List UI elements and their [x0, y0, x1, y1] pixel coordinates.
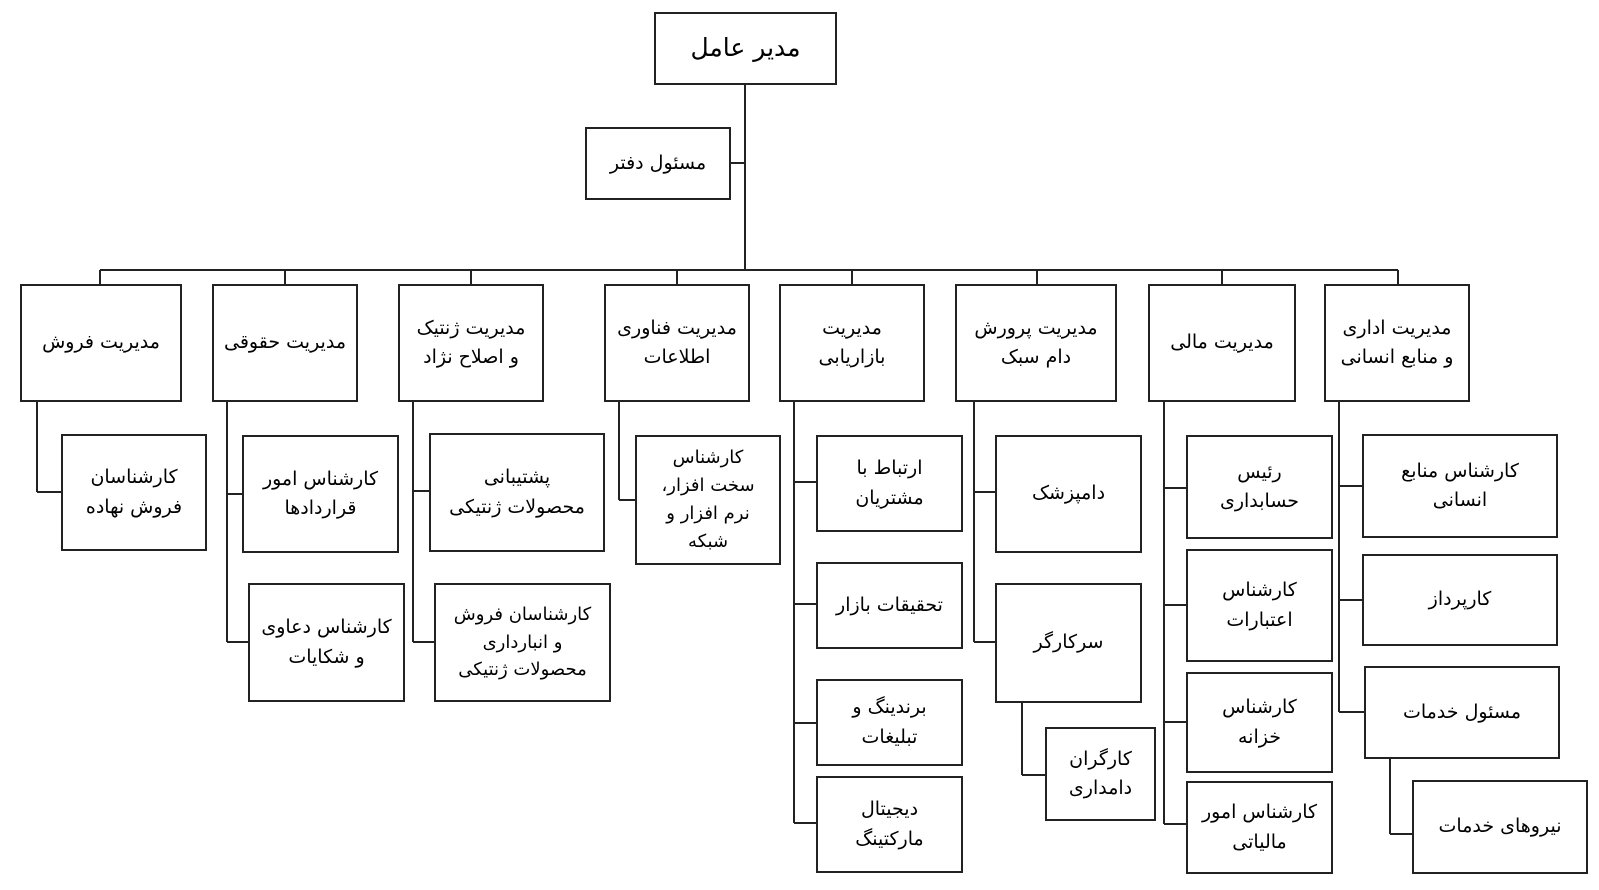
staff-genetic-support: پشتیبانی محصولات ژنتیکی [429, 433, 605, 552]
staff-hardware-software-network: کارشناس سخت افزار، نرم افزار و شبکه [635, 435, 781, 565]
staff-label: کارپرداز [1428, 588, 1492, 611]
dept-finance-label: مدیریت مالی [1170, 331, 1274, 354]
staff-label: تحقیقات بازار [836, 593, 943, 616]
staff-livestock-workers: کارگران دامداری [1045, 727, 1156, 821]
staff-tax-expert: کارشناس امور مالیاتی [1186, 781, 1333, 874]
staff-sales-input-experts: کارشناسان فروش نهاده [61, 434, 207, 551]
staff-label: پشتیبانی محصولات ژنتیکی [449, 466, 585, 518]
office-manager-label: مسئول دفتر [609, 151, 707, 174]
dept-admin-hr: مدیریت اداری و منابع انسانی [1324, 284, 1470, 402]
staff-hr-expert: کارشناس منابع انسانی [1362, 434, 1558, 538]
staff-claims-expert: کارشناس دعاوی و شکایات [248, 583, 405, 702]
staff-customer-relations: ارتباط با مشتریان [816, 435, 963, 532]
staff-label: کارشناس خزانه [1222, 696, 1297, 748]
staff-label: دیجیتال مارکتینگ [855, 798, 924, 850]
dept-admin-hr-label: مدیریت اداری و منابع انسانی [1340, 316, 1454, 368]
staff-label: کارشناسان فروش و انبارداری محصولات ژنتیک… [453, 603, 592, 681]
dept-sales-label: مدیریت فروش [42, 331, 160, 354]
staff-label: سرکارگر [1033, 631, 1104, 654]
staff-service-workers: نیروهای خدمات [1412, 780, 1588, 874]
dept-genetics: مدیریت ژنتیک و اصلاح نژاد [398, 284, 544, 402]
staff-genetic-sales-warehouse: کارشناسان فروش و انبارداری محصولات ژنتیک… [434, 583, 611, 702]
staff-label: کارشناسان فروش نهاده [85, 466, 183, 518]
staff-digital-marketing: دیجیتال مارکتینگ [816, 776, 963, 873]
staff-procurement-officer: کارپرداز [1362, 554, 1558, 646]
staff-foreman: سرکارگر [995, 583, 1142, 703]
staff-label: کارگران دامداری [1068, 747, 1133, 799]
staff-head-accountant: رئیس حسابداری [1186, 435, 1333, 539]
dept-livestock-label: مدیریت پرورش دام سبک [974, 316, 1098, 368]
dept-genetics-label: مدیریت ژنتیک و اصلاح نژاد [416, 316, 526, 368]
staff-label: کارشناس امور قراردادها [262, 467, 379, 519]
staff-market-research: تحقیقات بازار [816, 562, 963, 649]
staff-label: نیروهای خدمات [1438, 815, 1562, 838]
staff-label: برندینگ و تبلیغات [852, 696, 927, 748]
staff-credit-expert: کارشناس اعتبارات [1186, 549, 1333, 662]
staff-label: ارتباط با مشتریان [855, 457, 924, 509]
ceo-box: مدیر عامل [654, 12, 837, 85]
staff-label: رئیس حسابداری [1219, 460, 1300, 512]
dept-it: مدیریت فناوری اطلاعات [604, 284, 750, 402]
staff-label: کارشناس سخت افزار، نرم افزار و شبکه [661, 447, 755, 552]
dept-marketing: مدیریت بازاریابی [779, 284, 925, 402]
staff-contracts-expert: کارشناس امور قراردادها [242, 435, 399, 553]
dept-legal: مدیریت حقوقی [212, 284, 358, 402]
dept-sales: مدیریت فروش [20, 284, 182, 402]
staff-label: کارشناس منابع انسانی [1401, 459, 1519, 511]
ceo-label: مدیر عامل [690, 33, 801, 63]
dept-legal-label: مدیریت حقوقی [224, 331, 346, 354]
staff-label: دامپزشک [1031, 482, 1106, 505]
staff-treasury-expert: کارشناس خزانه [1186, 672, 1333, 773]
staff-branding-advertising: برندینگ و تبلیغات [816, 679, 963, 766]
staff-label: کارشناس اعتبارات [1222, 579, 1297, 631]
staff-label: کارشناس دعاوی و شکایات [261, 616, 392, 668]
dept-it-label: مدیریت فناوری اطلاعات [617, 316, 737, 368]
office-manager-box: مسئول دفتر [585, 127, 731, 200]
staff-label: کارشناس امور مالیاتی [1201, 801, 1318, 853]
staff-veterinarian: دامپزشک [995, 435, 1142, 553]
staff-label: مسئول خدمات [1402, 700, 1522, 723]
dept-finance: مدیریت مالی [1148, 284, 1296, 402]
dept-marketing-label: مدیریت بازاریابی [818, 316, 886, 368]
staff-services-manager: مسئول خدمات [1364, 666, 1560, 759]
dept-livestock: مدیریت پرورش دام سبک [955, 284, 1117, 402]
